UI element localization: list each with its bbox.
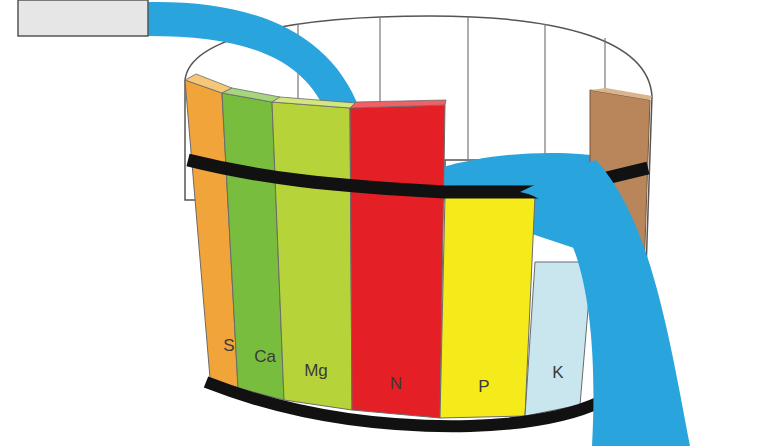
stave-face — [350, 105, 445, 418]
nutrient-label: Mg — [304, 362, 328, 379]
stave-face — [272, 102, 352, 410]
nutrient-stave: K — [525, 262, 592, 416]
inflow-water — [148, 2, 360, 110]
stave-shape — [350, 100, 446, 418]
stave-face — [525, 262, 592, 416]
overflow-water — [520, 160, 690, 446]
nutrient-stave: N — [350, 100, 446, 418]
stave-top — [272, 97, 356, 108]
nutrient-label: S — [223, 337, 234, 354]
pipe — [18, 0, 148, 36]
hoop — [206, 382, 600, 426]
stave — [590, 90, 650, 272]
nutrient-label: P — [478, 378, 489, 395]
stave-top — [185, 74, 232, 93]
nutrient-stave: Mg — [272, 97, 356, 410]
stave-top — [350, 100, 446, 108]
nutrient-label: K — [552, 364, 563, 381]
nutrient-label: N — [390, 375, 402, 392]
nutrient-label: Ca — [254, 348, 276, 365]
nutrient-stave: P — [440, 186, 540, 418]
stave-shape — [440, 186, 540, 418]
stave-face — [440, 195, 535, 418]
stave-top — [222, 88, 280, 102]
stave-top — [590, 88, 652, 100]
hoop — [188, 160, 540, 192]
hoop — [590, 168, 648, 182]
stave-shape — [525, 262, 592, 416]
stave-top — [445, 186, 540, 195]
